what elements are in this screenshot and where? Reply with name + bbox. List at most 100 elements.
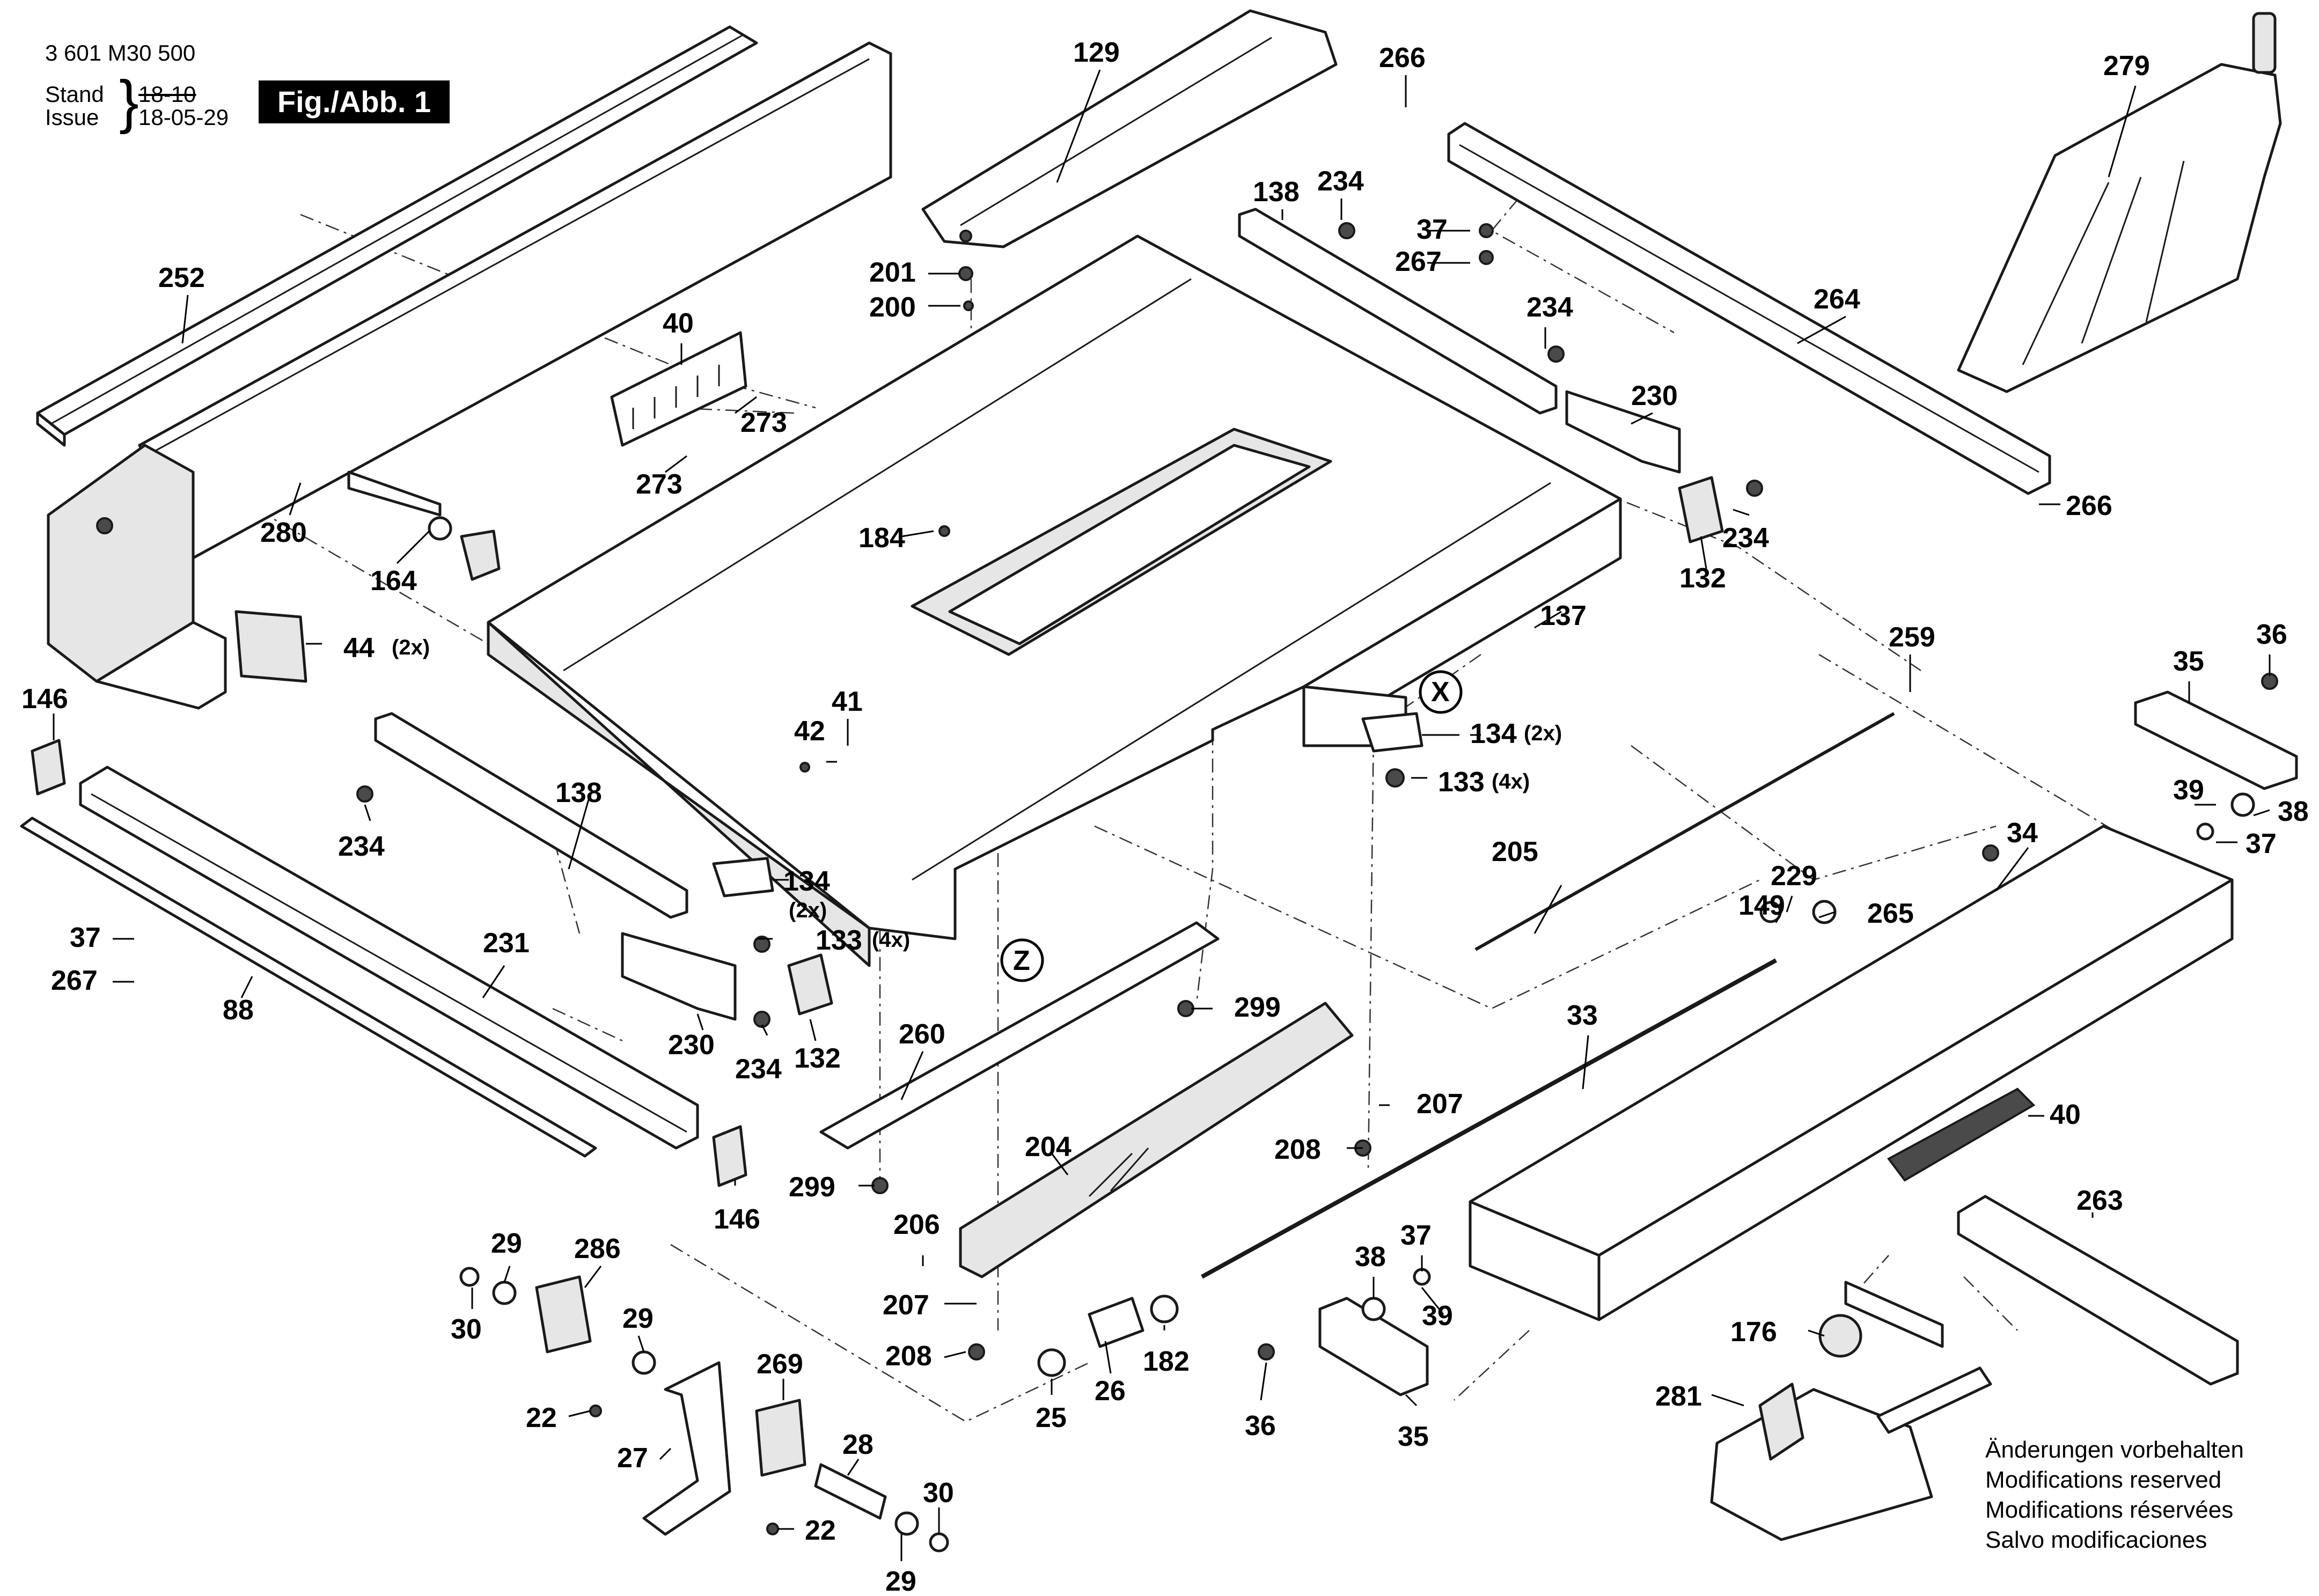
callout-263: 263 <box>2076 1185 2123 1216</box>
callout-230-left: 230 <box>668 1029 715 1061</box>
detail-x-label: X <box>1431 676 1450 708</box>
callout-201: 201 <box>869 257 916 288</box>
callout-44-qty: (2x) <box>392 636 430 659</box>
callout-231: 231 <box>483 928 530 959</box>
guard-279 <box>1957 12 2282 393</box>
plate-35-bottom <box>1318 1297 1429 1396</box>
callout-29-bottom: 29 <box>885 1566 916 1596</box>
callout-34: 34 <box>2007 818 2038 849</box>
callout-22-bottom: 22 <box>805 1515 836 1546</box>
bracket-286 <box>535 1275 592 1354</box>
rail-138-left <box>374 712 688 919</box>
modification-notice: Änderungen vorbehalten Modifications res… <box>1985 1435 2244 1555</box>
callout-39-right: 39 <box>2173 775 2204 806</box>
plate-129 <box>921 9 1338 248</box>
callout-146-top: 146 <box>21 683 68 715</box>
callout-229: 229 <box>1771 860 1817 892</box>
callout-30-left: 30 <box>451 1314 482 1345</box>
callout-267-top: 267 <box>1395 246 1442 277</box>
callout-252: 252 <box>158 262 205 293</box>
callout-42: 42 <box>794 716 825 747</box>
issue-label: Issue <box>45 105 99 130</box>
callout-260: 260 <box>899 1019 945 1050</box>
callout-234-right: 234 <box>1722 523 1769 554</box>
callout-269: 269 <box>757 1349 803 1380</box>
callout-37-top: 37 <box>1417 214 1448 245</box>
callout-133-left-qty: (4x) <box>872 928 910 952</box>
callout-38-bottom: 38 <box>1355 1241 1386 1273</box>
callout-133-right-qty: (4x) <box>1492 770 1530 793</box>
scale-88 <box>20 817 597 1158</box>
callout-266-right: 266 <box>2066 490 2112 521</box>
bolt-164 <box>347 470 442 517</box>
callout-234-top: 234 <box>1317 166 1364 197</box>
rail-138-top <box>1238 208 1558 415</box>
callout-273-left: 273 <box>636 469 683 500</box>
bracket-132-right <box>1678 476 1724 543</box>
rail-252 <box>36 25 758 447</box>
bracket-230-right <box>1565 390 1681 474</box>
endcap-146-bottom <box>712 1125 747 1187</box>
callout-259: 259 <box>1889 622 1935 653</box>
callout-132-right: 132 <box>1679 563 1726 594</box>
callout-149: 149 <box>1738 890 1785 921</box>
knob-164 <box>460 529 501 581</box>
issue-date: 18-05-29 <box>138 105 229 130</box>
parts <box>20 9 2298 1553</box>
detail-z-marker <box>1000 938 1044 982</box>
callout-265: 265 <box>1867 898 1914 929</box>
callout-29-top: 29 <box>491 1228 522 1259</box>
disc-176 <box>1818 1314 1862 1358</box>
fence-280 <box>47 41 892 710</box>
bar-176 <box>1844 1281 1944 1348</box>
callout-132-left: 132 <box>794 1043 841 1074</box>
callout-41: 41 <box>832 686 863 717</box>
callout-266-top: 266 <box>1379 42 1426 73</box>
callout-176: 176 <box>1730 1316 1777 1348</box>
callout-134-left: 134 <box>783 866 830 897</box>
callout-234-left: 234 <box>338 831 385 862</box>
stand-old-date: 18-10 <box>138 82 196 107</box>
callout-200: 200 <box>869 292 916 323</box>
callout-37-bottom: 37 <box>1400 1220 1432 1251</box>
bracket-132-left <box>787 953 833 1016</box>
note-spanish: Salvo modificaciones <box>1985 1527 2207 1553</box>
detail-z-label: Z <box>1013 945 1030 976</box>
callout-207-right: 207 <box>1417 1088 1463 1120</box>
cover-260 <box>819 921 1220 1150</box>
callout-299-right: 299 <box>1234 992 1281 1023</box>
brace-icon: } <box>119 69 139 135</box>
screws <box>356 222 2278 1553</box>
callout-36-bottom: 36 <box>1245 1410 1276 1441</box>
clip-134-left <box>712 857 774 898</box>
note-german: Änderungen vorbehalten <box>1985 1437 2244 1463</box>
callout-281: 281 <box>1655 1381 1702 1412</box>
callout-30-right: 30 <box>923 1477 954 1509</box>
block-40 <box>610 331 747 447</box>
callout-204: 204 <box>1025 1131 1072 1163</box>
callout-207-left: 207 <box>883 1290 929 1321</box>
callout-146-bottom: 146 <box>714 1204 760 1235</box>
callout-134-left-qty: (2x) <box>789 899 827 922</box>
part-number: 3 601 M30 500 <box>45 40 196 65</box>
callout-25: 25 <box>1036 1402 1067 1433</box>
washer-164 <box>428 516 452 541</box>
callout-35-right: 35 <box>2173 646 2204 677</box>
callout-36-right: 36 <box>2256 619 2287 650</box>
note-french: Modifications réservées <box>1985 1497 2234 1523</box>
callout-234-mid: 234 <box>1527 292 1573 323</box>
callout-26: 26 <box>1095 1376 1126 1407</box>
callout-208-right: 208 <box>1274 1134 1321 1165</box>
rail-231 <box>79 766 699 1150</box>
callout-138-top: 138 <box>1253 176 1300 208</box>
callout-134-right-qty: (2x) <box>1524 722 1562 745</box>
callout-88: 88 <box>223 995 254 1026</box>
callout-44: 44 <box>343 632 375 664</box>
callout-206: 206 <box>893 1209 940 1240</box>
callout-286: 286 <box>574 1233 621 1264</box>
handle-204 <box>959 1002 1354 1278</box>
plate-269 <box>755 1399 806 1477</box>
callout-129: 129 <box>1073 37 1120 68</box>
callout-137: 137 <box>1540 600 1587 631</box>
